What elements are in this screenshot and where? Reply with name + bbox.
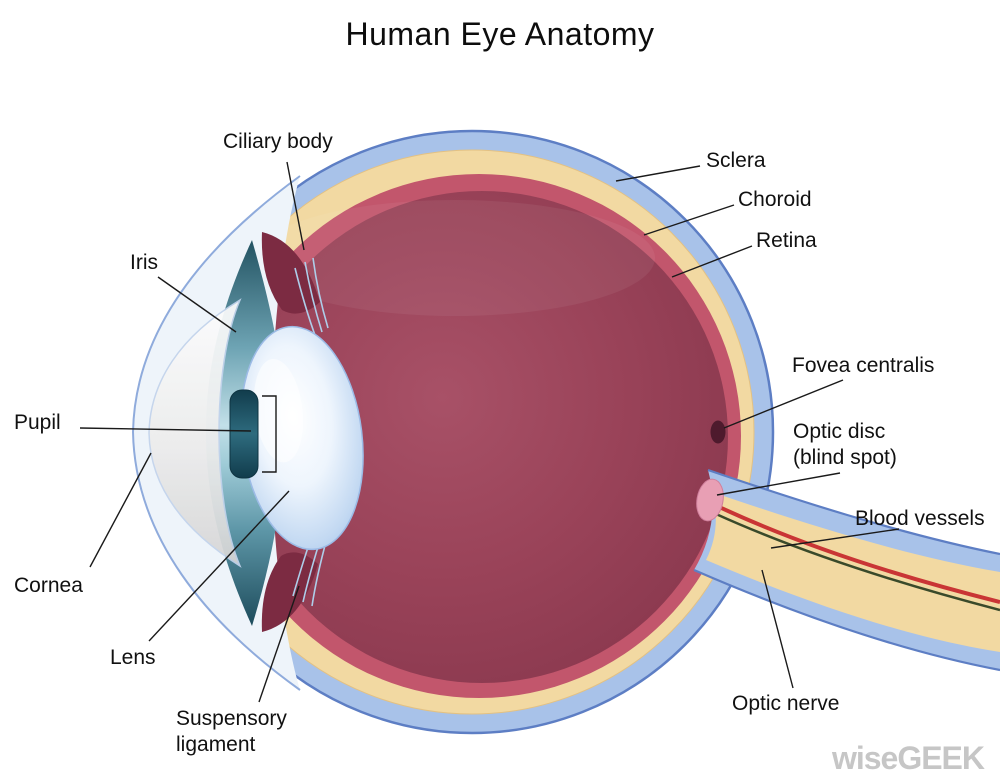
anterior-segment — [131, 175, 364, 691]
leader-line-blood-vessels — [770, 528, 900, 549]
wisegeek-watermark: wiseGEEK — [831, 740, 985, 776]
lens-shape — [240, 325, 364, 551]
label-fovea-centralis: Fovea centralis — [792, 354, 935, 377]
label-sclera: Sclera — [706, 149, 766, 172]
page-title: Human Eye Anatomy — [345, 16, 655, 52]
label-iris: Iris — [130, 251, 158, 274]
leader-line-optic-disc — [716, 472, 841, 496]
ciliary-body-top-shape — [261, 232, 320, 314]
label-lens: Lens — [110, 646, 156, 669]
leader-line-fovea — [723, 379, 844, 429]
label-retina: Retina — [756, 229, 817, 252]
label-optic-disc: Optic disc (blind spot) — [793, 420, 897, 469]
leader-line-cornea — [89, 452, 152, 568]
label-blood-vessels: Blood vessels — [855, 507, 985, 530]
pupil-shape — [229, 389, 259, 479]
ciliary-body-bottom-shape — [261, 552, 318, 632]
vitreous-highlight — [255, 200, 655, 316]
leader-line-lens — [148, 490, 290, 642]
label-pupil: Pupil — [14, 411, 61, 434]
retina-layer — [236, 191, 728, 683]
optic-nerve-shape — [693, 468, 1000, 672]
leader-line-ciliary-body — [286, 161, 305, 251]
leader-lines — [79, 161, 900, 703]
leader-line-iris — [157, 276, 237, 333]
cornea-outline — [131, 175, 301, 691]
fovea-shape — [710, 420, 726, 444]
label-choroid: Choroid — [738, 188, 812, 211]
optic-disc-shape — [696, 478, 724, 522]
label-cornea: Cornea — [14, 574, 83, 597]
leader-line-choroid — [643, 204, 735, 236]
cornea-shape — [148, 298, 242, 568]
leader-line-pupil — [79, 427, 252, 432]
label-optic-nerve: Optic nerve — [732, 692, 840, 715]
leader-line-suspensory-ligament — [258, 585, 300, 703]
leader-line-retina — [671, 245, 753, 278]
label-suspensory-ligament: Suspensory ligament — [176, 707, 287, 756]
eyeball — [169, 129, 775, 735]
blood-vessel-lines — [714, 503, 1000, 612]
label-ciliary-body: Ciliary body — [223, 130, 333, 153]
leader-line-sclera — [615, 165, 701, 182]
leader-line-optic-nerve — [761, 569, 794, 689]
optic-nerve-bottom-edge — [693, 568, 1000, 672]
optic-nerve-top-edge — [707, 468, 1000, 556]
pupil-bracket — [262, 395, 277, 473]
